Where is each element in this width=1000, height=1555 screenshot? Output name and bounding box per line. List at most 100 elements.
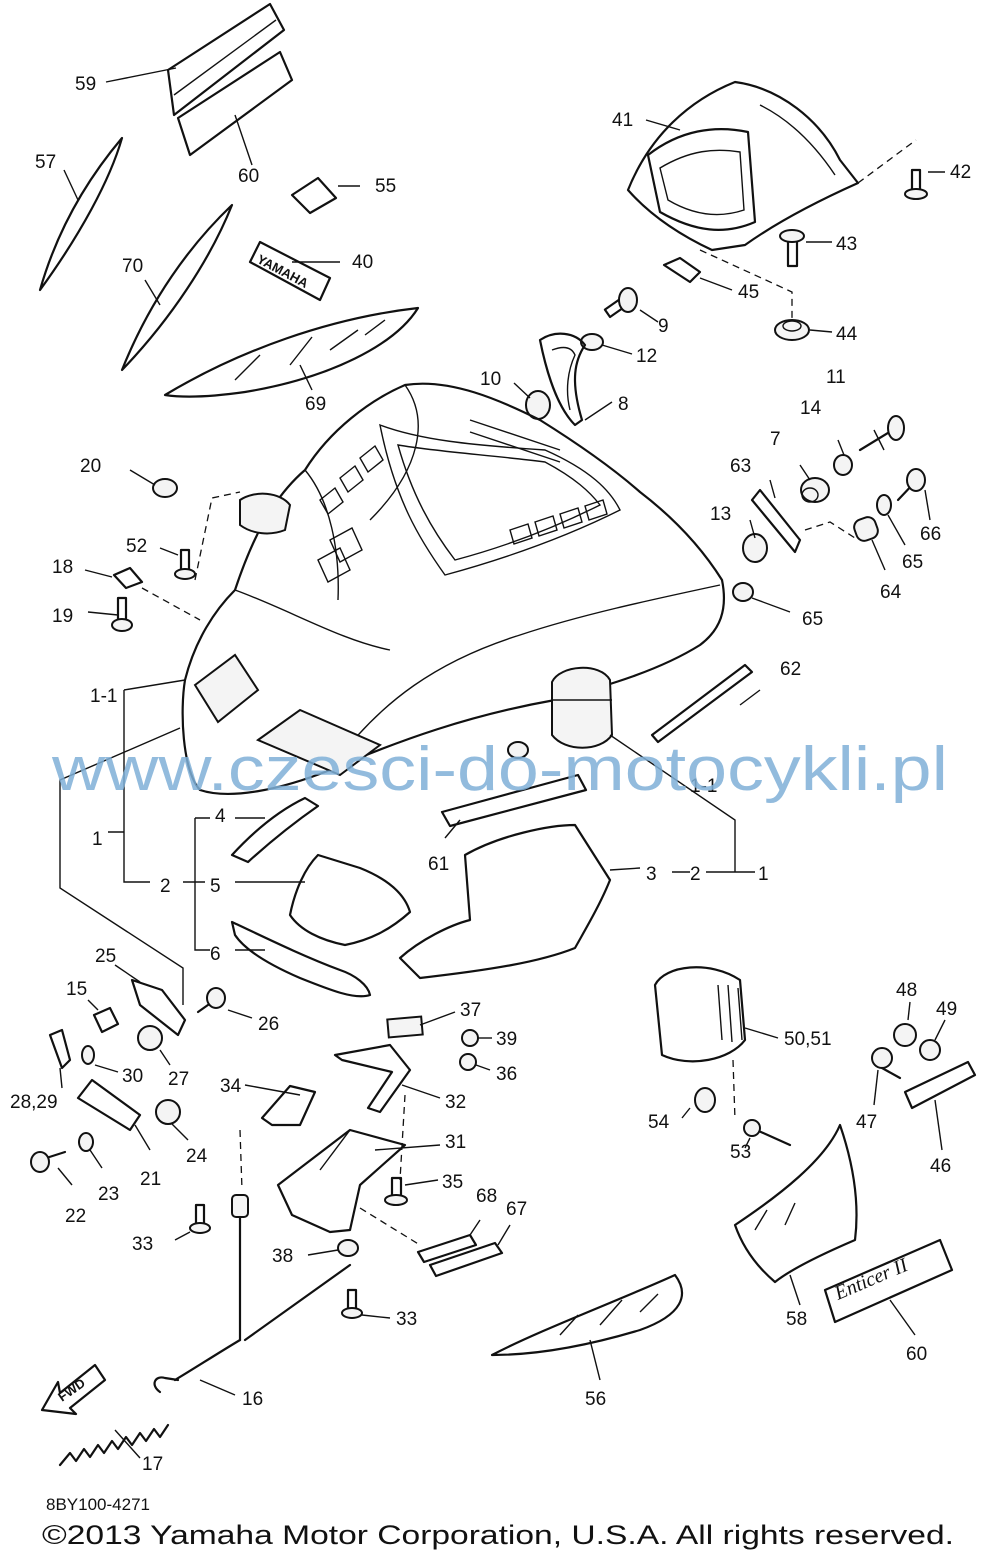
decal-60-top <box>176 50 294 157</box>
enticer-decal-text: Enticer II <box>830 1254 912 1305</box>
label-7: 7 <box>770 429 781 450</box>
grommet-54 <box>694 1087 716 1113</box>
decal-67 <box>428 1241 504 1278</box>
label-32: 32 <box>445 1092 466 1113</box>
label-70: 70 <box>122 256 143 277</box>
label-61: 61 <box>428 854 449 875</box>
diagram-code: 8BY100-4271 <box>46 1495 150 1514</box>
cover-34 <box>260 1084 317 1127</box>
screw-52 <box>174 548 196 580</box>
emblem-40-yamaha: YAMAHA <box>248 240 332 302</box>
label-1-right: 1 <box>758 864 769 885</box>
bracket-8 <box>538 332 587 427</box>
leader-lines <box>57 67 946 1459</box>
label-43: 43 <box>836 234 857 255</box>
label-34: 34 <box>220 1076 242 1097</box>
label-54: 54 <box>648 1112 670 1133</box>
decal-56 <box>490 1273 684 1357</box>
label-33-lower: 33 <box>396 1309 417 1330</box>
watermark: www.czesci-do-motocykli.pl <box>51 735 948 804</box>
label-60-bottom: 60 <box>906 1344 927 1365</box>
label-50-51: 50,51 <box>784 1029 832 1050</box>
spring-17 <box>58 1423 170 1467</box>
hood-mirror-right <box>551 666 614 749</box>
label-68: 68 <box>476 1186 497 1207</box>
label-52: 52 <box>126 536 147 557</box>
pin-30 <box>81 1045 95 1065</box>
clip-20 <box>152 478 178 498</box>
decal-59 <box>166 2 286 117</box>
mirror-stud <box>507 741 529 759</box>
label-18: 18 <box>52 557 73 578</box>
label-31: 31 <box>445 1132 466 1153</box>
label-59: 59 <box>75 74 96 95</box>
stripe-62 <box>650 663 754 744</box>
label-41: 41 <box>612 110 633 131</box>
headlight-housing-41 <box>626 80 860 252</box>
mirror-cover-50-51 <box>653 966 747 1063</box>
label-5: 5 <box>210 876 221 897</box>
label-65-upper: 65 <box>902 552 923 573</box>
label-37: 37 <box>460 1000 481 1021</box>
decal-69 <box>163 306 420 398</box>
label-69: 69 <box>305 394 326 415</box>
label-1-left: 1 <box>92 829 103 850</box>
nut-24 <box>155 1099 181 1125</box>
label-35: 35 <box>442 1172 463 1193</box>
label-6: 6 <box>210 944 221 965</box>
nut-48 <box>893 1023 917 1047</box>
label-15: 15 <box>66 979 87 1000</box>
nut-39 <box>461 1029 479 1047</box>
bolt-26 <box>196 987 226 1014</box>
label-33-upper: 33 <box>132 1234 153 1255</box>
screw-33-lower <box>341 1288 363 1319</box>
label-16: 16 <box>242 1389 263 1410</box>
clip-28-29 <box>48 1028 72 1070</box>
label-2-left: 2 <box>160 876 171 897</box>
label-8: 8 <box>618 394 629 415</box>
clip-45 <box>662 256 702 284</box>
washer-23 <box>78 1132 94 1152</box>
bolt-35 <box>384 1176 408 1206</box>
bolt-9 <box>603 287 638 319</box>
label-10: 10 <box>480 369 501 390</box>
label-39: 39 <box>496 1029 517 1050</box>
label-21: 21 <box>140 1169 161 1190</box>
windshield-58 <box>733 1123 858 1284</box>
bracket-21 <box>76 1078 142 1132</box>
cap-49 <box>919 1039 941 1061</box>
label-26: 26 <box>258 1014 279 1035</box>
label-60-top: 60 <box>238 166 259 187</box>
side-panel-3 <box>398 823 612 980</box>
label-58: 58 <box>786 1309 807 1330</box>
fwd-arrow: FWD <box>40 1363 107 1416</box>
label-55: 55 <box>375 176 396 197</box>
label-49: 49 <box>936 999 957 1020</box>
label-64: 64 <box>880 582 902 603</box>
label-9: 9 <box>658 316 669 337</box>
label-4: 4 <box>215 806 226 827</box>
nut-36 <box>459 1053 477 1071</box>
clip-38 <box>337 1239 359 1257</box>
bolt-66 <box>896 468 926 502</box>
screw-42 <box>904 168 928 200</box>
label-11: 11 <box>826 367 846 388</box>
nut-13 <box>742 533 768 563</box>
label-23: 23 <box>98 1184 119 1205</box>
panel-5 <box>288 853 412 947</box>
bumper-6 <box>230 920 372 998</box>
emblem-55 <box>290 176 338 215</box>
label-20: 20 <box>80 456 101 477</box>
clip-18 <box>112 566 144 590</box>
plate-46 <box>903 1060 977 1110</box>
screw-43 <box>779 229 805 268</box>
part-labels: 59 60 57 55 40 70 69 41 42 43 45 44 9 12… <box>10 74 971 1475</box>
label-67: 67 <box>506 1199 527 1220</box>
label-53: 53 <box>730 1142 751 1163</box>
bracket-32 <box>333 1043 412 1114</box>
washer-14 <box>833 454 853 476</box>
hood-mirror-left <box>239 492 292 535</box>
arm-63 <box>750 488 802 554</box>
label-30: 30 <box>122 1066 143 1087</box>
